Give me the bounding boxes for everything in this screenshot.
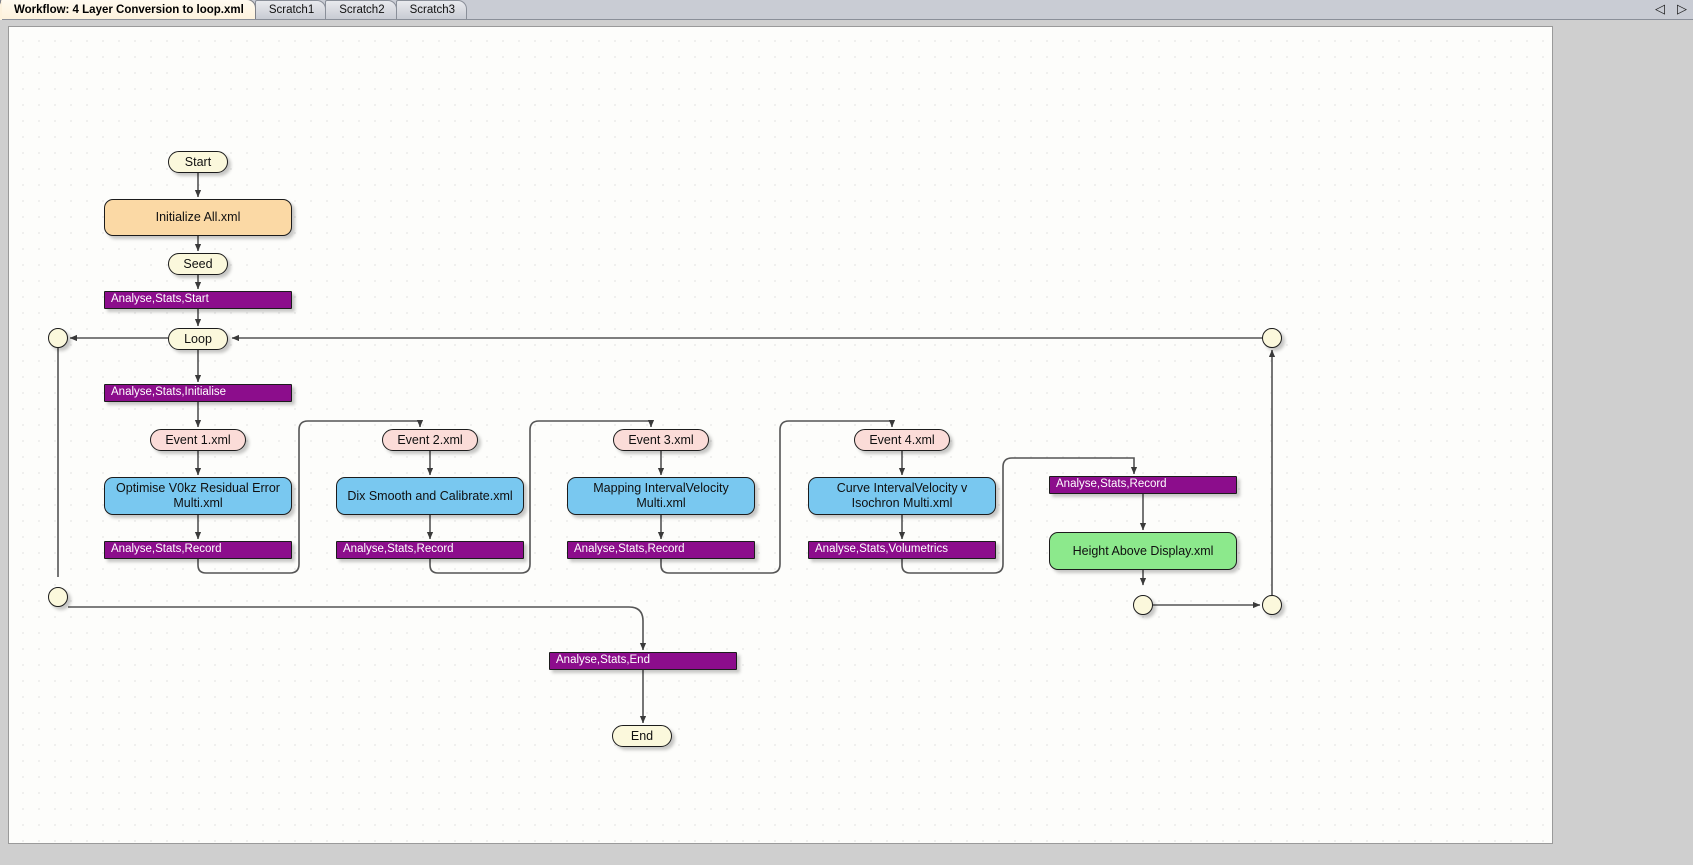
tab-scratch2[interactable]: Scratch2 <box>325 0 397 19</box>
tab-scratch1[interactable]: Scratch1 <box>254 0 327 19</box>
junction-j-right-bottom[interactable] <box>1262 595 1282 615</box>
node-proc2[interactable]: Dix Smooth and Calibrate.xml <box>336 477 524 515</box>
node-height[interactable]: Height Above Display.xml <box>1049 532 1237 570</box>
node-stats_start[interactable]: Analyse,Stats,Start <box>104 291 292 309</box>
node-proc4[interactable]: Curve IntervalVelocity v Isochron Multi.… <box>808 477 996 515</box>
tab-label: Scratch2 <box>339 4 385 16</box>
node-rec5[interactable]: Analyse,Stats,Record <box>1049 476 1237 494</box>
node-start[interactable]: Start <box>168 151 228 173</box>
tab-label: Scratch1 <box>268 4 315 16</box>
tab-workflow[interactable]: Workflow: 4 Layer Conversion to loop.xml <box>0 0 256 20</box>
node-stats_end[interactable]: Analyse,Stats,End <box>549 652 737 670</box>
junction-j-mid-bottom[interactable] <box>1133 595 1153 615</box>
node-rec2[interactable]: Analyse,Stats,Record <box>336 541 524 559</box>
node-event4[interactable]: Event 4.xml <box>854 429 950 451</box>
node-event3[interactable]: Event 3.xml <box>613 429 709 451</box>
node-vol4[interactable]: Analyse,Stats,Volumetrics <box>808 541 996 559</box>
node-rec3[interactable]: Analyse,Stats,Record <box>567 541 755 559</box>
tab-scroll-controls: ◁ ▷ <box>1655 2 1687 15</box>
junction-j-left-top[interactable] <box>48 328 68 348</box>
tab-label: Workflow: 4 Layer Conversion to loop.xml <box>14 3 244 16</box>
node-init_all[interactable]: Initialize All.xml <box>104 199 292 236</box>
scroll-tabs-right-icon[interactable]: ▷ <box>1677 1 1687 16</box>
node-proc3[interactable]: Mapping IntervalVelocity Multi.xml <box>567 477 755 515</box>
tab-label: Scratch3 <box>409 4 455 16</box>
node-event1[interactable]: Event 1.xml <box>150 429 246 451</box>
tab-bar: Workflow: 4 Layer Conversion to loop.xml… <box>0 0 1693 20</box>
junction-j-left-bottom[interactable] <box>48 587 68 607</box>
node-rec1[interactable]: Analyse,Stats,Record <box>104 541 292 559</box>
node-event2[interactable]: Event 2.xml <box>382 429 478 451</box>
node-seed[interactable]: Seed <box>168 253 228 275</box>
scroll-tabs-left-icon[interactable]: ◁ <box>1655 1 1665 16</box>
node-loop[interactable]: Loop <box>168 328 228 350</box>
tab-scratch3[interactable]: Scratch3 <box>395 0 467 19</box>
edge-layer <box>57 173 1276 724</box>
node-proc1[interactable]: Optimise V0kz Residual Error Multi.xml <box>104 477 292 515</box>
junction-j-right-top[interactable] <box>1262 328 1282 348</box>
node-end[interactable]: End <box>612 725 672 747</box>
node-stats_init[interactable]: Analyse,Stats,Initialise <box>104 384 292 402</box>
